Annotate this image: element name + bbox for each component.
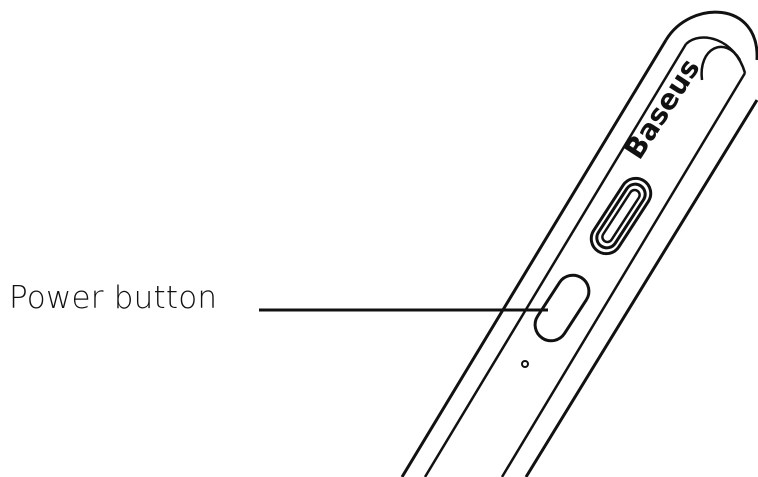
power-button-icon[interactable] [529,269,595,347]
stylus-inner-line-2 [500,72,747,477]
stylus-outline-left [400,39,668,477]
stylus-outline-right [524,99,758,477]
power-button-label: Power button [9,280,218,316]
indicator-light-icon [521,360,529,368]
stylus-body [400,10,758,477]
stylus-cap-inner-arc [700,45,742,81]
usb-c-port-icon [589,176,653,256]
stylus-cap-arc [664,10,758,61]
brand-logo: Baseus [618,53,707,165]
stylus-inner-line-1 [423,43,688,477]
stylus-cap-band [685,36,747,74]
brand-logo-group: Baseus [618,53,707,165]
